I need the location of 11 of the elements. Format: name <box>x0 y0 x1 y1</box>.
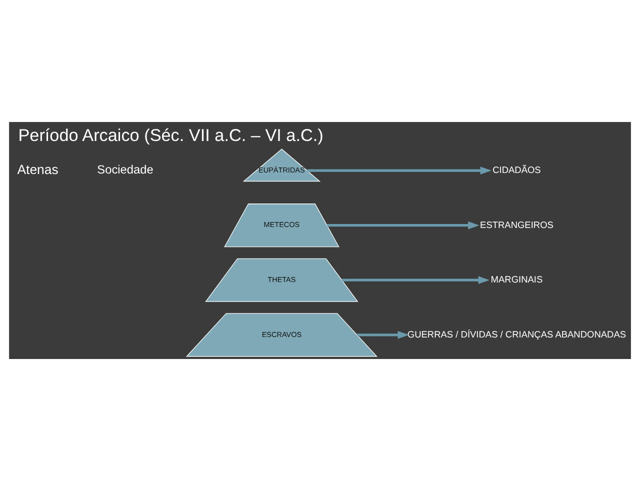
label: Sociedade <box>97 162 154 176</box>
arrow <box>357 330 409 338</box>
diagram-title: Período Arcaico (Séc. VII a.C. – VI a.C.) <box>18 124 324 145</box>
node-text: CIDADÃOS <box>492 164 541 174</box>
label: Atenas <box>17 161 58 176</box>
arrow <box>342 276 490 284</box>
node-text: ESTRANGEIROS <box>480 219 554 230</box>
arrow <box>307 166 492 174</box>
arrow <box>327 220 480 229</box>
node-text: MARGINAIS <box>490 274 543 284</box>
node-text: GUERRAS / DÍVIDAS / CRIANÇAS ABANDONADAS <box>407 328 626 339</box>
